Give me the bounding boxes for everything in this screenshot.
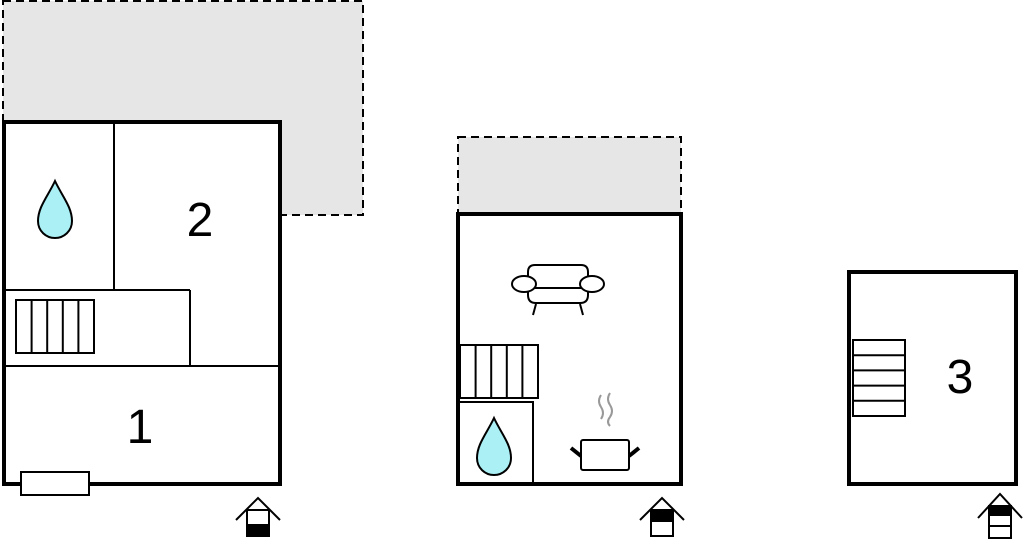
interior-walls	[4, 122, 280, 367]
room-label-3: 3	[947, 351, 974, 404]
room-label-1: 1	[127, 401, 154, 454]
stairs-icon	[459, 344, 539, 399]
room-label-2: 2	[187, 194, 214, 247]
cooking-pot-icon	[569, 392, 641, 471]
stairs-icon	[15, 299, 95, 354]
water-drop-icon	[475, 415, 513, 477]
floor-level-icon	[235, 496, 281, 537]
bathroom-wall	[457, 401, 534, 485]
floor-level-icon	[977, 492, 1023, 539]
floor-plan-second: 3	[847, 270, 1023, 539]
floor-plan-first	[456, 136, 685, 537]
floor-plan-ground: 2 1	[2, 0, 364, 537]
stairs-icon	[852, 339, 906, 417]
water-drop-icon	[36, 178, 74, 240]
floor-level-icon	[639, 496, 685, 537]
window-icon	[20, 471, 90, 496]
terrace-area	[457, 136, 682, 215]
sofa-icon	[511, 264, 605, 316]
